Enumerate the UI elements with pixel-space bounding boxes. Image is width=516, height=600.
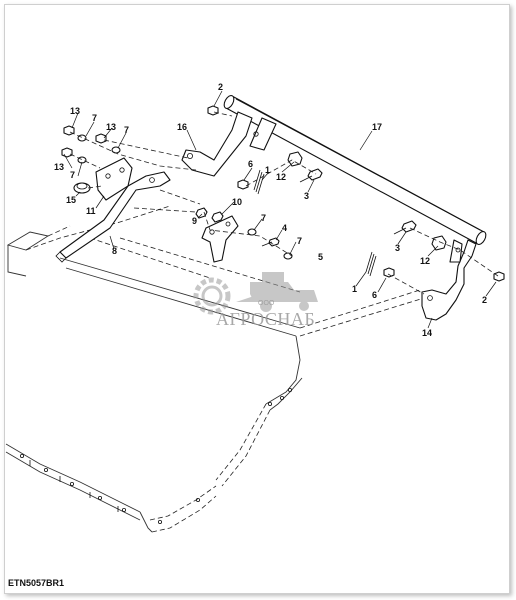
callout-7-bracket: 7 — [261, 213, 266, 223]
mount-bracket-part-15 — [181, 111, 277, 177]
callout-3-left: 3 — [304, 191, 309, 201]
callout-8: 8 — [112, 246, 117, 256]
bracket-part-5 — [201, 215, 239, 263]
grommet-part-14 — [73, 182, 91, 194]
callout-7-mid: 7 — [124, 125, 129, 135]
callout-7-top: 7 — [92, 113, 97, 123]
watermark-prefix: ООО — [258, 300, 275, 307]
support-arm-part-8 — [55, 171, 171, 263]
callout-13-mid: 13 — [106, 122, 116, 132]
callout-16: 14 — [422, 328, 432, 338]
callout-11: 11 — [86, 206, 96, 216]
callout-12-right: 12 — [420, 256, 430, 266]
callout-2-left: 2 — [218, 82, 223, 92]
callout-13-low: 13 — [54, 162, 64, 172]
leader-lines — [63, 90, 497, 329]
callout-2-right: 2 — [482, 295, 487, 305]
callout-13-top: 13 — [70, 106, 80, 116]
callout-3-right: 3 — [395, 243, 400, 253]
callout-4: 4 — [282, 223, 287, 233]
callout-1-left: 1 — [265, 165, 270, 175]
callout-12-left: 12 — [276, 172, 286, 182]
callout-10: 10 — [232, 197, 242, 207]
callout-6-left: 6 — [248, 159, 253, 169]
alignment-lines — [69, 111, 499, 295]
callouts: 2 16 17 1 6 12 3 13 7 13 7 13 7 15 11 8 … — [54, 82, 487, 338]
callout-17: 17 — [372, 122, 382, 132]
mount-bracket-part-16 — [421, 239, 477, 321]
callout-5: 5 — [318, 252, 323, 262]
watermark-name: АГРОСНАБ — [216, 309, 316, 329]
callout-15: 16 — [177, 122, 187, 132]
callout-7-right: 7 — [297, 236, 302, 246]
callout-1-right: 1 — [352, 284, 357, 294]
diagram-code: ETN5057BR1 — [8, 578, 65, 588]
callout-7-low: 7 — [70, 170, 75, 180]
cross-tube-part-17 — [223, 94, 487, 246]
platform-frame — [5, 205, 425, 533]
callout-14: 15 — [66, 195, 76, 205]
plate-part-11 — [95, 157, 133, 201]
callout-9: 9 — [192, 216, 197, 226]
callout-6-right: 6 — [372, 290, 377, 300]
watermark-logo — [193, 272, 318, 315]
